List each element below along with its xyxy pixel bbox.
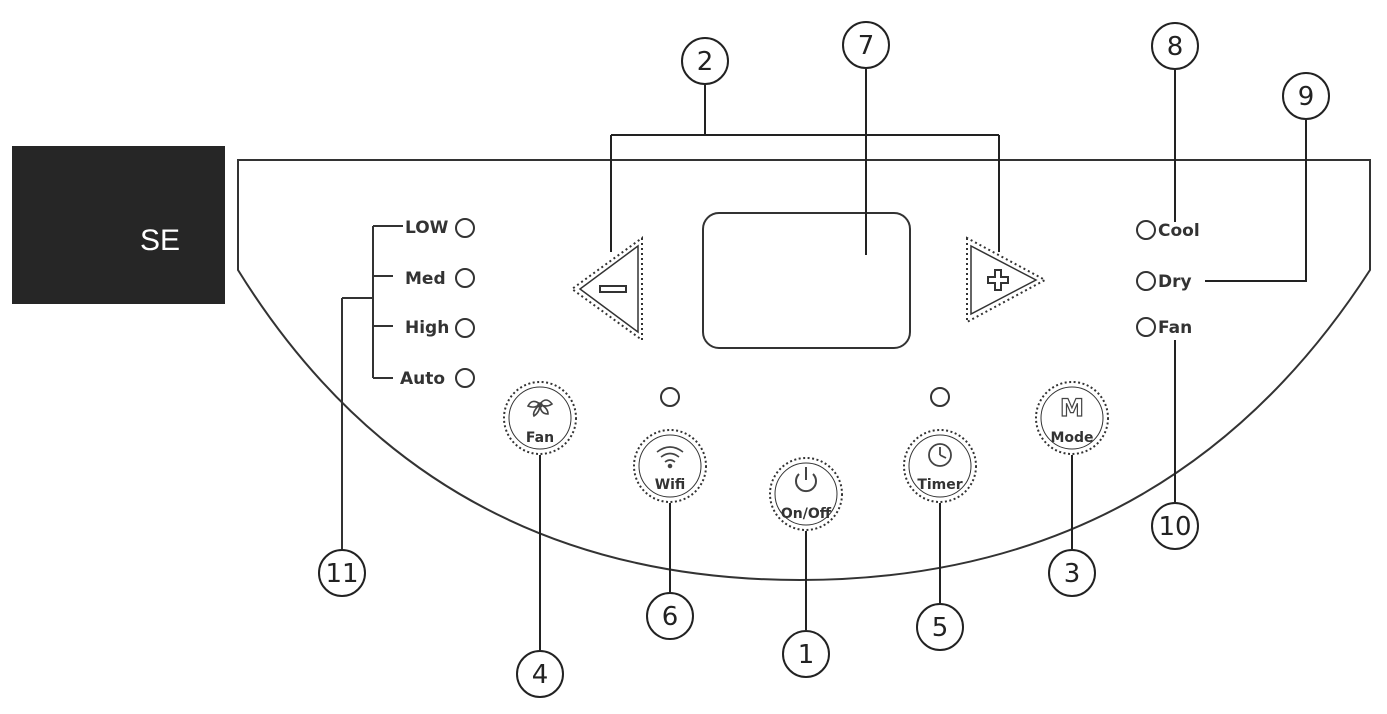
callout-2-number: 2	[697, 47, 714, 77]
callout-8: 8	[1151, 22, 1199, 70]
mode-m-icon: M	[1060, 394, 1084, 422]
callout-2: 2	[681, 37, 729, 85]
power-button-label: On/Off	[781, 506, 832, 522]
callout-5: 5	[916, 603, 964, 651]
fan-icon	[526, 399, 554, 418]
mode-fan-label: Fan	[1158, 318, 1192, 338]
fan-speed-high-indicator	[455, 318, 475, 338]
callout-3: 3	[1048, 549, 1096, 597]
callout-6-number: 6	[662, 602, 679, 632]
timer-button-label: Timer	[917, 477, 962, 493]
mode-cool: Cool	[1136, 220, 1200, 241]
mode-button-label: Mode	[1050, 430, 1093, 446]
fan-speed-bracket	[341, 225, 403, 550]
wifi-status-led	[660, 387, 680, 407]
mode-cool-indicator	[1136, 220, 1156, 240]
fan-speed-auto-label: Auto	[400, 369, 445, 389]
minus-button[interactable]	[570, 236, 643, 342]
display-window	[702, 212, 911, 349]
callout-4: 4	[516, 650, 564, 698]
mode-dry: Dry	[1136, 271, 1192, 292]
leader-lines	[539, 69, 1307, 650]
minus-icon	[599, 285, 627, 293]
callout-1-number: 1	[798, 640, 815, 670]
mode-fan: Fan	[1136, 317, 1192, 338]
callout-10-number: 10	[1158, 512, 1191, 542]
mode-cool-label: Cool	[1158, 221, 1200, 241]
callout-11-number: 11	[325, 559, 358, 589]
callout-9-number: 9	[1298, 82, 1315, 112]
fan-button[interactable]: Fan	[503, 381, 577, 455]
callout-1: 1	[782, 630, 830, 678]
se-badge-text: SE	[140, 224, 180, 257]
mode-button[interactable]: M Mode	[1035, 381, 1109, 455]
fan-speed-med-indicator	[455, 268, 475, 288]
mode-fan-indicator	[1136, 317, 1156, 337]
power-button[interactable]: On/Off	[769, 457, 843, 531]
callout-5-number: 5	[932, 613, 949, 643]
fan-speed-high: High	[405, 318, 475, 338]
callout-6: 6	[646, 592, 694, 640]
wifi-button[interactable]: Wifi	[633, 429, 707, 503]
clock-icon	[928, 443, 952, 467]
fan-speed-med-label: Med	[405, 269, 446, 289]
mode-dry-indicator	[1136, 271, 1156, 291]
fan-speed-low-label: LOW	[405, 218, 449, 238]
wifi-icon	[656, 446, 684, 469]
power-icon	[795, 467, 817, 493]
callout-7-number: 7	[858, 31, 875, 61]
timer-status-led	[930, 387, 950, 407]
callout-10: 10	[1151, 502, 1199, 550]
callout-11: 11	[318, 549, 366, 597]
se-badge: SE	[12, 146, 225, 304]
callout-7: 7	[842, 21, 890, 69]
plus-icon	[987, 269, 1009, 291]
se-badge-box	[12, 146, 225, 304]
callout-3-number: 3	[1064, 559, 1081, 589]
fan-speed-high-label: High	[405, 318, 449, 338]
timer-button[interactable]: Timer	[903, 429, 977, 503]
callout-4-number: 4	[532, 660, 549, 690]
fan-button-label: Fan	[526, 430, 554, 446]
plus-button[interactable]	[966, 236, 1048, 324]
fan-speed-auto: Auto	[400, 368, 475, 389]
fan-speed-low-indicator	[455, 218, 475, 238]
wifi-button-label: Wifi	[655, 477, 686, 493]
mode-dry-label: Dry	[1158, 272, 1192, 292]
callout-8-number: 8	[1167, 32, 1184, 62]
fan-speed-auto-indicator	[455, 368, 475, 388]
panel-outline	[237, 159, 1371, 582]
callout-9: 9	[1282, 72, 1330, 120]
fan-speed-low: LOW	[405, 218, 475, 238]
fan-speed-med: Med	[405, 268, 475, 289]
